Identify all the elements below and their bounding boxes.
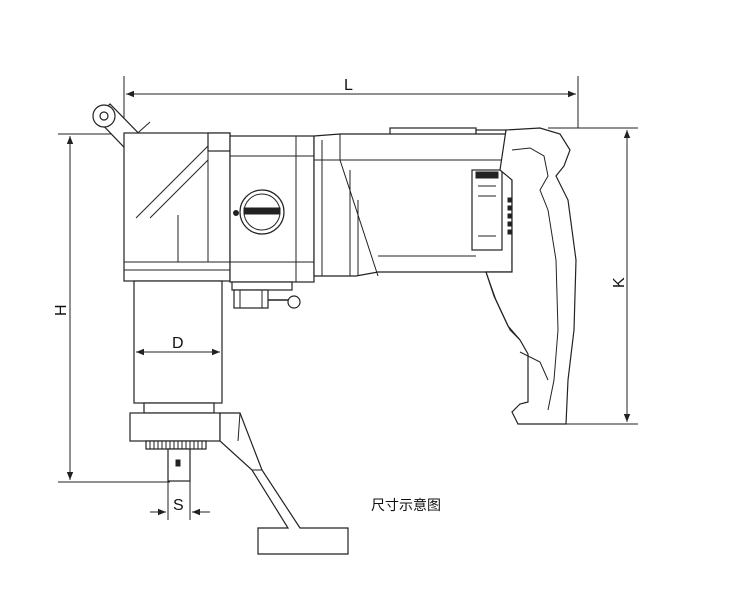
dimension-D-label: D xyxy=(172,335,184,352)
drive-shaft xyxy=(129,280,223,482)
dimension-K: K xyxy=(548,127,638,425)
lock-knob-icon xyxy=(233,289,301,309)
tool-drawing xyxy=(92,103,577,555)
dimension-S-label: S xyxy=(173,497,184,514)
handle xyxy=(485,127,577,425)
dimension-K-label: K xyxy=(611,277,628,288)
diagram-caption: 尺寸示意图 xyxy=(371,497,441,514)
dimension-L: L xyxy=(123,76,579,132)
dimension-H-label: H xyxy=(53,304,70,316)
dimension-L-label: L xyxy=(344,77,353,94)
motor-housing xyxy=(229,135,315,291)
gearbox-head xyxy=(123,132,231,282)
reaction-foot xyxy=(219,412,349,555)
dimension-S: S xyxy=(150,481,210,520)
motor-body xyxy=(313,127,513,277)
dimension-D: D xyxy=(136,335,220,356)
